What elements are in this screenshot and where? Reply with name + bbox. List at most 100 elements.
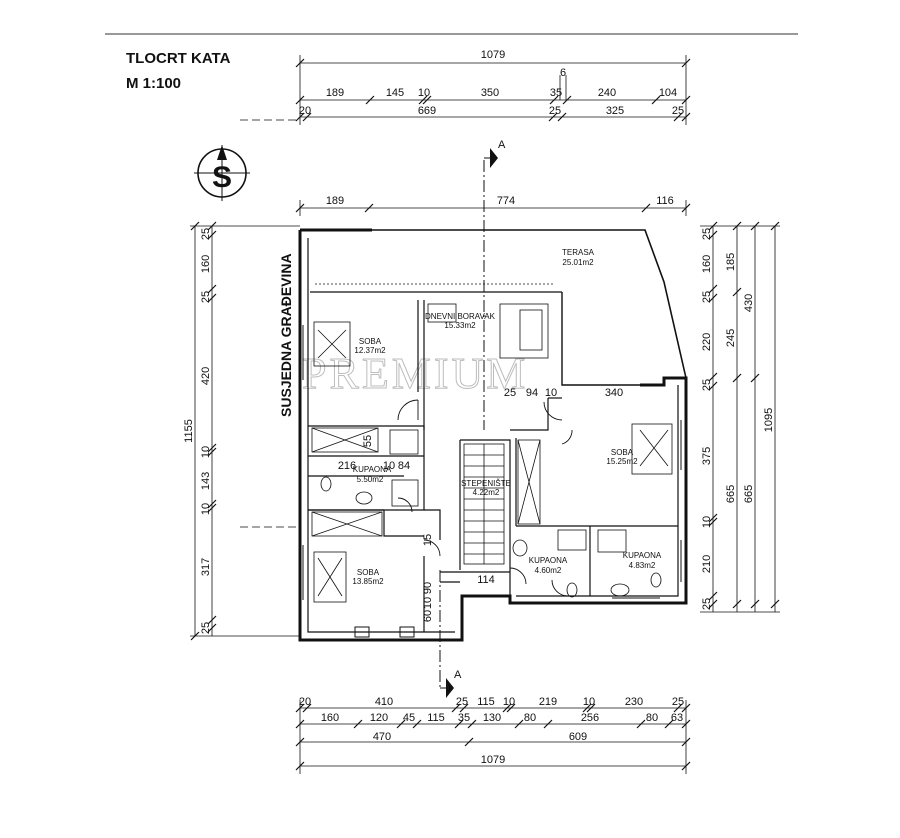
room-area-terasa: 25.01m2 <box>562 258 594 267</box>
dim-left-1: 160 <box>200 255 212 273</box>
dim-right-r1-8: 25 <box>701 598 713 610</box>
dim-top-r3-2: 116 <box>656 195 674 207</box>
plan-scale: M 1:100 <box>126 75 182 92</box>
dim-top-r3-0: 189 <box>326 195 344 207</box>
dim-int-3: 340 <box>605 387 623 399</box>
dim-right-r2-2: 665 <box>725 485 737 503</box>
dim-left-5: 143 <box>200 472 212 490</box>
dim-bottom-r1-8: 25 <box>672 696 684 708</box>
dim-right-r1-2: 25 <box>701 291 713 303</box>
dim-right-r3-0: 430 <box>743 294 755 312</box>
room-area-kupaona2: 4.60m2 <box>535 566 562 575</box>
room-name-kupaona1: KUPAONA <box>353 465 392 474</box>
room-name-soba1: SOBA <box>359 337 382 346</box>
dim-bottom-r2-8: 80 <box>646 712 658 724</box>
dim-right-r1-7: 210 <box>701 555 713 573</box>
room-area-soba2: 15.25m2 <box>606 457 638 466</box>
room-name-stube: STEPENIŠTE <box>461 479 511 488</box>
room-area-kupaona1: 5.50m2 <box>357 475 384 484</box>
dim-bottom-r2-7: 256 <box>581 712 599 724</box>
room-name-soba2: SOBA <box>611 448 634 457</box>
dim-top-r1-2: 10 <box>418 87 430 99</box>
dim-bottom-r2-6: 80 <box>524 712 536 724</box>
dim-right-r2-1: 245 <box>725 329 737 347</box>
dim-top-tick: 6 <box>560 67 566 79</box>
dim-bottom-r2-5: 130 <box>483 712 501 724</box>
dim-top-r2-3: 325 <box>606 105 624 117</box>
dim-right-r1-1: 160 <box>701 255 713 273</box>
dim-right-r1-0: 25 <box>701 228 713 240</box>
room-area-kupaona3: 4.83m2 <box>629 561 656 570</box>
compass-letter: S <box>212 161 232 194</box>
dim-bottom-r2-0: 160 <box>321 712 339 724</box>
dim-bottom-r3-0: 470 <box>373 731 391 743</box>
dim-bottom-r1-4: 10 <box>503 696 515 708</box>
room-area-soba3: 13.85m2 <box>352 577 384 586</box>
dim-int-2: 10 <box>545 387 557 399</box>
watermark-text: PREMIUM <box>302 349 528 398</box>
dimension-ticks <box>190 58 780 771</box>
dim-top-r2-4: 25 <box>672 105 684 117</box>
dim-bottom-r1-0: 20 <box>299 696 311 708</box>
dim-bottom-r1-2: 25 <box>456 696 468 708</box>
staircase <box>463 443 505 565</box>
dim-int-5: 10 <box>383 460 395 472</box>
dim-top-r1-5: 240 <box>598 87 616 99</box>
section-line-a <box>439 148 498 698</box>
dim-int-1: 94 <box>526 387 538 399</box>
dimension-texts: 1079 6 189 145 10 350 35 240 104 20 669 … <box>183 49 775 766</box>
dim-top-r1-6: 104 <box>659 87 677 99</box>
dim-bottom-r1-1: 410 <box>375 696 393 708</box>
dim-top-r1-3: 350 <box>481 87 499 99</box>
dim-bottom-r2-4: 35 <box>458 712 470 724</box>
interior-walls <box>308 300 678 632</box>
dim-top-r2-1: 669 <box>418 105 436 117</box>
compass-south-icon: S <box>194 145 250 201</box>
section-mark-top: A <box>498 139 506 151</box>
section-mark-bottom: A <box>454 669 462 681</box>
dim-int-10: 10 <box>422 597 434 609</box>
dim-bottom-r1-3: 115 <box>477 696 495 708</box>
dimension-lines <box>190 55 780 774</box>
dim-top-total: 1079 <box>481 49 505 61</box>
dim-bottom-r3-1: 609 <box>569 731 587 743</box>
neighbor-building-label: SUSJEDNA GRAĐEVINA <box>278 253 294 417</box>
dim-top-r3-1: 774 <box>497 195 515 207</box>
dim-int-11: 114 <box>477 574 495 586</box>
dim-left-7: 317 <box>200 558 212 576</box>
doors <box>397 399 573 597</box>
dim-top-r2-2: 25 <box>549 105 561 117</box>
room-name-terasa: TERASA <box>562 248 595 257</box>
dim-right-r3-1: 665 <box>743 485 755 503</box>
dim-top-r1-0: 189 <box>326 87 344 99</box>
room-name-soba3: SOBA <box>357 568 380 577</box>
outer-walls <box>298 228 688 642</box>
dim-int-9: 90 <box>422 582 434 594</box>
dim-int-0: 25 <box>504 387 516 399</box>
room-area-soba1: 12.37m2 <box>354 346 386 355</box>
room-area-dnevni: 15.33m2 <box>444 321 476 330</box>
dim-bottom-r2-2: 45 <box>403 712 415 724</box>
room-name-kupaona3: KUPAONA <box>623 551 662 560</box>
room-name-kupaona2: KUPAONA <box>529 556 568 565</box>
room-area-stube: 4.22m2 <box>473 488 500 497</box>
dim-left-total: 1155 <box>183 419 195 443</box>
plan-title: TLOCRT KATA <box>126 50 231 67</box>
room-name-dnevni: DNEVNI BORAVAK <box>425 312 496 321</box>
dim-bottom-r2-1: 120 <box>370 712 388 724</box>
dim-right-r1-3: 220 <box>701 333 713 351</box>
dim-top-r2-0: 20 <box>299 105 311 117</box>
dim-bottom-r2-9: 63 <box>671 712 683 724</box>
dim-int-6: 84 <box>398 460 410 472</box>
dim-bottom-r1-6: 10 <box>583 696 595 708</box>
dim-left-3: 420 <box>200 367 212 385</box>
dim-top-r1-4: 35 <box>550 87 562 99</box>
dim-int-8: 15 <box>422 534 434 546</box>
room-labels: TERASA 25.01m2 DNEVNI BORAVAK 15.33m2 SO… <box>352 248 661 586</box>
dim-int-7: 55 <box>362 435 374 447</box>
dim-left-4: 10 <box>200 446 212 458</box>
dim-int-4: 216 <box>338 460 356 472</box>
furniture <box>311 303 673 603</box>
dim-left-2: 25 <box>200 291 212 303</box>
